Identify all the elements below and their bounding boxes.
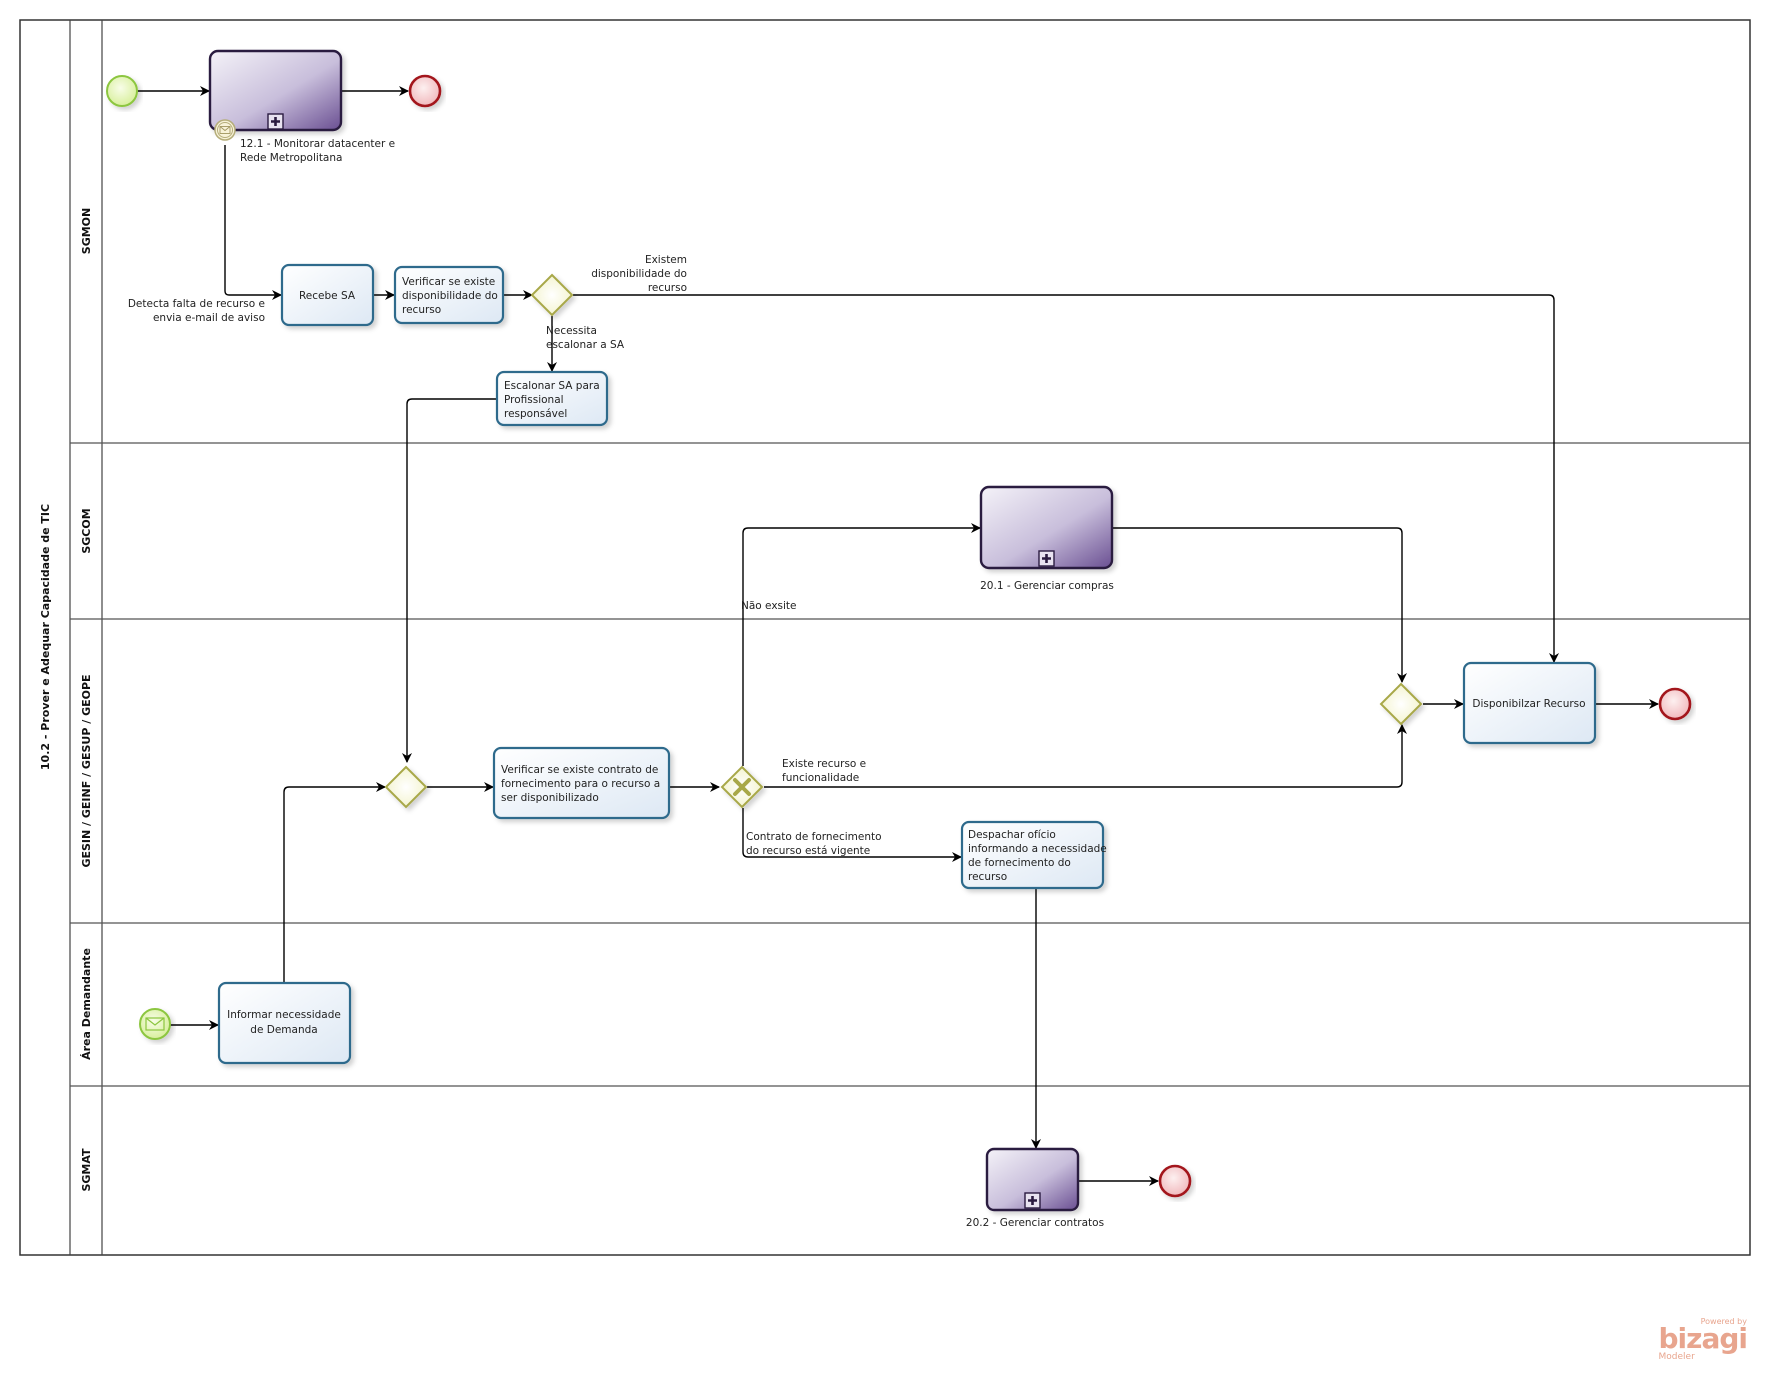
expand-icon[interactable]: [267, 113, 284, 130]
pool-title: 10.2 - Prover e Adequar Capacidade de TI…: [39, 504, 52, 770]
lane-label-gesin: GESIN / GEINF / GESUP / GEOPE: [80, 674, 93, 867]
watermark-powered: Powered by: [1700, 1317, 1747, 1326]
task-label: de Demanda: [250, 1024, 317, 1036]
envelope-icon: [145, 1017, 165, 1031]
task-despachar-oficio[interactable]: Despachar ofício informando a necessidad…: [960, 820, 1107, 890]
flow-label: Contrato de fornecimento: [746, 831, 882, 843]
flow-contrato-vigente-to-despachar[interactable]: [742, 808, 962, 862]
task-escalonar-sa[interactable]: Escalonar SA para Profissional responsáv…: [495, 370, 609, 427]
subprocess-label: 12.1 - Monitorar datacenter e: [240, 138, 395, 150]
lane-label-area-demandante: Área Demandante: [80, 948, 93, 1060]
subprocess-label: Rede Metropolitana: [240, 152, 342, 164]
task-label: de fornecimento do: [968, 857, 1071, 869]
task-verificar-disponibilidade[interactable]: Verificar se existe disponibilidade do r…: [393, 265, 505, 325]
x-icon: [733, 778, 751, 796]
watermark-product: Modeler: [1658, 1352, 1695, 1362]
task-label: recurso: [968, 871, 1007, 883]
flow-label: Necessita: [546, 325, 597, 337]
flow-label: do recurso está vigente: [746, 845, 870, 857]
subprocess-monitorar[interactable]: [208, 49, 343, 132]
task-label: Informar necessidade: [227, 1009, 341, 1021]
sequence-flows: [137, 86, 1659, 1186]
task-recebe-sa[interactable]: Recebe SA: [280, 263, 375, 327]
subprocess-gerenciar-compras[interactable]: [979, 485, 1114, 570]
task-label: Despachar ofício: [968, 829, 1056, 841]
end-event[interactable]: [1658, 687, 1692, 721]
gateway-join[interactable]: [1379, 682, 1423, 726]
task-label: Verificar se existe: [402, 276, 495, 288]
flow-existem-to-disponibilizar[interactable]: [573, 294, 1559, 663]
flow-label: Existe recurso e: [782, 758, 866, 770]
task-label: Verificar se existe contrato de: [501, 764, 658, 776]
end-event[interactable]: [1158, 1164, 1192, 1198]
envelope-icon: [219, 126, 231, 134]
flow-label: Existem: [645, 254, 687, 266]
subprocess-label: 20.1 - Gerenciar compras: [980, 580, 1114, 592]
flow-label: funcionalidade: [782, 772, 859, 784]
flow-label: escalonar a SA: [546, 339, 625, 351]
task-label: Recebe SA: [299, 290, 356, 302]
flow-compras-to-join[interactable]: [1113, 527, 1407, 683]
lane-label-sgcom: SGCOM: [80, 508, 93, 553]
subprocess-label: 20.2 - Gerenciar contratos: [966, 1217, 1104, 1229]
gateway-merge[interactable]: [384, 765, 428, 809]
flow-label: recurso: [648, 282, 687, 294]
task-label: disponibilidade do: [402, 290, 498, 302]
end-event[interactable]: [408, 74, 442, 108]
expand-icon[interactable]: [1038, 550, 1055, 567]
start-event[interactable]: [106, 75, 138, 107]
flow-label: envia e-mail de aviso: [153, 312, 265, 324]
task-label: recurso: [402, 304, 441, 316]
boundary-message-event[interactable]: [214, 119, 236, 141]
flow-label: Não exsite: [741, 600, 797, 612]
task-disponibilizar-recurso[interactable]: Disponibilzar Recurso: [1462, 661, 1597, 745]
flow-escalonar-to-merge[interactable]: [402, 398, 497, 763]
pool-border: [19, 19, 1751, 1256]
flow-label: disponibilidade do: [591, 268, 687, 280]
pool: 10.2 - Prover e Adequar Capacidade de TI…: [19, 19, 1751, 1256]
task-label: informando a necessidade: [968, 843, 1107, 855]
task-label: Profissional: [504, 394, 564, 406]
task-label: Disponibilzar Recurso: [1472, 698, 1585, 710]
lane-label-sgmat: SGMAT: [80, 1148, 93, 1192]
gateway-exclusive-contrato[interactable]: [720, 765, 764, 809]
gateway-disponibilidade[interactable]: [530, 273, 574, 317]
flow-informar-to-merge[interactable]: [283, 782, 386, 983]
task-informar-necessidade[interactable]: Informar necessidade de Demanda: [217, 981, 352, 1065]
task-label: responsável: [504, 408, 567, 420]
expand-icon[interactable]: [1024, 1192, 1041, 1209]
flow-label: Detecta falta de recurso e: [128, 298, 265, 310]
task-label: ser disponibilizado: [501, 792, 599, 804]
task-label: Escalonar SA para: [504, 380, 600, 392]
message-start-event[interactable]: [139, 1008, 171, 1040]
task-label: fornecimento para o recurso a: [501, 778, 660, 790]
subprocess-gerenciar-contratos[interactable]: [985, 1147, 1080, 1212]
bizagi-watermark: Powered by bizagi Modeler: [1658, 1317, 1748, 1362]
watermark-brand-logo: bizagi: [1658, 1322, 1748, 1355]
task-verificar-contrato[interactable]: Verificar se existe contrato de fornecim…: [492, 746, 671, 820]
flow-boundary-to-recebe[interactable]: [224, 145, 282, 300]
flow-nao-existe-to-compras[interactable]: [742, 523, 981, 766]
flow-existe-recurso-to-join[interactable]: [764, 724, 1407, 788]
lane-label-sgmon: SGMON: [80, 208, 93, 254]
